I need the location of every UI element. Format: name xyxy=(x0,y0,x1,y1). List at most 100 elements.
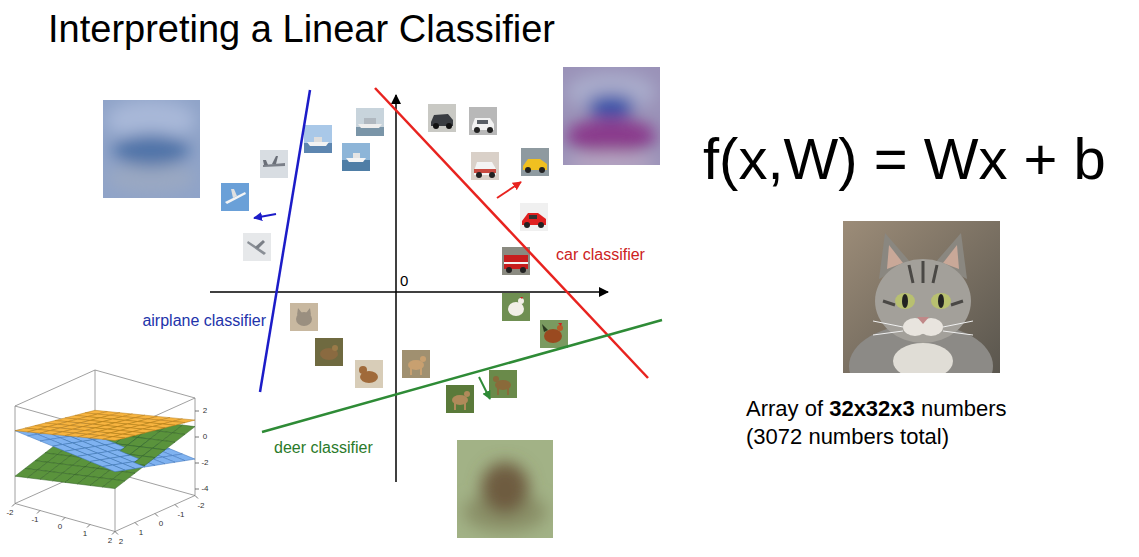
tick-mark xyxy=(195,437,199,438)
thumbnail-deer xyxy=(489,370,517,398)
deer-classifier-line xyxy=(262,320,662,432)
thumbnail-deer-part xyxy=(454,403,456,410)
thumbnail-car-part xyxy=(471,152,499,180)
text-run: a xyxy=(251,8,283,50)
plot-box-edge xyxy=(15,406,16,504)
thumbnail-airplane xyxy=(243,233,271,261)
text-run: Classifier xyxy=(399,8,555,50)
plane-plot-3d xyxy=(12,370,199,535)
classifier-label: deer classifier xyxy=(274,439,373,457)
text-run: of xyxy=(805,396,829,421)
text-run: b xyxy=(1074,126,1106,191)
axis-tick-label: 0 xyxy=(159,519,163,528)
thumbnail-cat-part xyxy=(290,303,318,331)
plot-box-edge xyxy=(15,504,115,532)
thumbnail-car-part xyxy=(477,120,488,124)
thumbnail-ship-part xyxy=(353,153,360,158)
classifier-label: airplane classifier xyxy=(142,312,266,330)
thumbnail-bird-part xyxy=(544,329,562,343)
image-caption: Array of 32x32x3 numbers (3072 numbers t… xyxy=(746,395,1056,451)
text-run: numbers xyxy=(921,396,1007,421)
axis-tick-label: -2 xyxy=(201,458,208,467)
thumbnail-car-part xyxy=(489,172,495,178)
thumbnail-car-part xyxy=(469,107,497,135)
text-run: 2 xyxy=(203,406,207,415)
airplane-template-part-part xyxy=(106,162,196,194)
text-run: (3072 xyxy=(746,424,808,449)
text-run: airplane xyxy=(142,312,203,329)
thumbnail-ship-part xyxy=(307,142,329,146)
thumbnail-ship xyxy=(356,108,384,136)
thumbnail-ship-part xyxy=(364,118,376,124)
thumbnail-truck-part xyxy=(504,262,528,264)
thumbnail-car-part xyxy=(529,215,537,219)
deer-template xyxy=(457,440,553,538)
thumbnail-deer-part xyxy=(489,370,517,398)
tick-mark xyxy=(135,523,138,526)
airplane-template-part xyxy=(106,100,196,194)
thumbnail-ship-part xyxy=(342,143,370,171)
car-template-part-part xyxy=(566,152,656,165)
axes-part xyxy=(210,291,608,293)
axis-tick-label: -2 xyxy=(197,501,204,510)
axis-tick-label: 2 xyxy=(108,536,112,545)
thumbnail-ship-part xyxy=(304,125,332,153)
tick-mark xyxy=(12,504,15,507)
axis-tick-label: 0 xyxy=(58,522,62,531)
tick-mark xyxy=(175,505,178,508)
text-run: 0 xyxy=(58,522,62,531)
origin-label: 0 xyxy=(400,272,408,289)
text-run: -1 xyxy=(177,510,184,519)
thumbnail-ship-part xyxy=(356,108,384,136)
cat-photo-part xyxy=(917,317,929,324)
text-run: -4 xyxy=(201,484,208,493)
text-run: car xyxy=(556,246,583,263)
axis-tick-label: 1 xyxy=(83,529,87,538)
cat-photo-part xyxy=(883,261,963,305)
axis-tick-label: 2 xyxy=(203,406,207,415)
thumbnail-bird-part xyxy=(518,298,524,304)
thumbnail-ship xyxy=(304,125,332,153)
thumbnail-bird-part xyxy=(502,293,530,321)
thumbnail-deer-part xyxy=(464,391,470,397)
car-template-part xyxy=(563,67,660,165)
plane-mesh-cell xyxy=(173,425,196,434)
text-run: -2 xyxy=(6,508,13,517)
deer-classifier-line-part xyxy=(262,320,662,432)
thumbnail-ship-part xyxy=(358,124,382,128)
car-classifier-line-part xyxy=(497,182,521,198)
axis-tick-label: -4 xyxy=(201,484,208,493)
text-run: = xyxy=(874,126,924,191)
thumbnail-deer-part xyxy=(507,388,509,395)
thumbnail-airplane-part xyxy=(247,241,266,255)
thumbnail-ship-part xyxy=(346,158,366,162)
thumbnail-deer-part xyxy=(402,350,430,378)
thumbnail-deer xyxy=(446,385,474,413)
thumbnail-ship xyxy=(342,143,370,171)
axes xyxy=(210,95,608,482)
plane-mesh-cell xyxy=(163,433,186,442)
text-run: 2 xyxy=(119,537,123,546)
thumbnail-car-part xyxy=(539,167,545,173)
plane-mesh-cell xyxy=(153,441,176,450)
tick-mark xyxy=(195,496,198,499)
thumbnail-ship-part xyxy=(304,143,332,153)
cat-photo xyxy=(843,221,1000,373)
thumbnail-car-part xyxy=(524,222,530,228)
thumbnail-deer-part xyxy=(446,385,474,413)
thumbnail-car xyxy=(428,104,456,132)
deer-template-part-part xyxy=(481,462,529,514)
thumbnail-car-part xyxy=(487,127,493,133)
deer-template-part xyxy=(463,462,547,532)
text-run: total) xyxy=(900,424,949,449)
thumbnail-airplane-part xyxy=(255,240,265,249)
text-run: -1 xyxy=(31,515,38,524)
thumbnail-car-part xyxy=(446,123,452,129)
axis-tick-label: 0 xyxy=(203,432,207,441)
text-run: 0 xyxy=(159,519,163,528)
text-run: -2 xyxy=(197,501,204,510)
text-run: 2 xyxy=(108,536,112,545)
airplane-template-part-part xyxy=(113,134,189,166)
thumbnail-airplane-part xyxy=(243,233,271,261)
